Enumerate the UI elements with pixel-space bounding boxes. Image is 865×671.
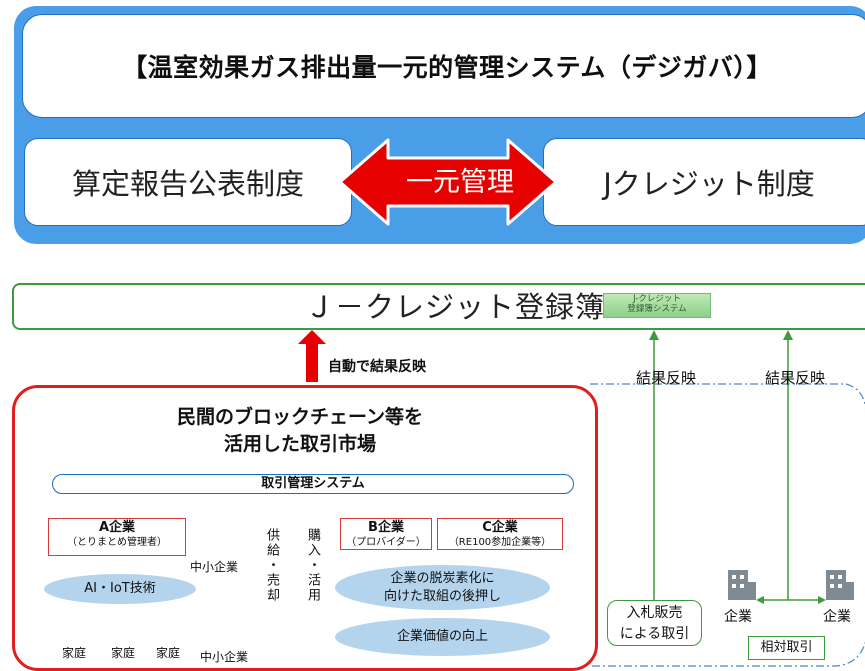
registry-system-line1: J-クレジット: [633, 294, 681, 304]
market-title-line1: 民間のブロックチェーン等を: [176, 406, 424, 428]
system-title: 【温室効果ガス排出量一元的管理システム（デジガバ）】: [122, 53, 772, 82]
home-label-1: 家庭: [62, 646, 87, 660]
decarbonization-goal-ellipse: 企業の脱炭素化に 向けた取組の後押し: [335, 565, 550, 610]
bid-line1: 入札販売: [626, 605, 683, 621]
relative-trade-box: 相対取引: [748, 636, 825, 660]
goal-1-line1: 企業の脱炭素化に: [390, 570, 495, 586]
auto-reflect-label: 自動で結果反映: [328, 359, 426, 375]
company-label-1: 企業: [724, 609, 752, 625]
calc-report-label: 算定報告公表制度: [71, 167, 304, 201]
corp-c-box: C企業 （RE100参加企業等）: [437, 518, 563, 550]
purchase-use-label: 購入・活用: [305, 528, 320, 603]
registry-system-badge: J-クレジット 登録簿システム: [603, 293, 711, 318]
ai-iot-label: AI・IoT技術: [84, 581, 156, 596]
sme-label-1: 中小企業: [190, 560, 239, 574]
double-arrow-icon: [338, 138, 558, 226]
calc-report-box: 算定報告公表制度: [24, 138, 352, 226]
j-credit-label: Jクレジット制度: [603, 167, 815, 201]
market-title-line2: 活用した取引市場: [223, 433, 376, 455]
corp-a-box: A企業 （とりまとめ管理者）: [48, 518, 186, 556]
market-title: 民間のブロックチェーン等を 活用した取引市場: [150, 404, 450, 458]
corp-c-name: C企業: [482, 520, 518, 535]
corp-a-name: A企業: [98, 520, 136, 535]
corp-b-name: B企業: [368, 520, 404, 535]
corp-c-sub: （RE100参加企業等）: [448, 537, 552, 548]
goal-2-label: 企業価値の向上: [396, 629, 488, 644]
home-label-3: 家庭: [156, 646, 181, 660]
result-reflect-label-1: 結果反映: [636, 369, 697, 387]
system-title-box: 【温室効果ガス排出量一元的管理システム（デジガバ）】: [22, 14, 865, 118]
registry-system-line2: 登録簿システム: [627, 304, 687, 314]
bid-sale-box: 入札販売 による取引: [607, 600, 702, 646]
corp-b-sub: （プロバイダー）: [346, 537, 426, 548]
supply-sell-label: 供給・売却: [264, 528, 279, 603]
ai-iot-ellipse: AI・IoT技術: [44, 574, 196, 604]
registry-title: Ｊ－クレジット登録簿: [305, 290, 606, 324]
result-reflect-label-2: 結果反映: [765, 369, 826, 387]
unified-management-label: 一元管理: [406, 167, 514, 198]
sme-label-2: 中小企業: [200, 650, 249, 664]
auto-reflect-arrow: [298, 330, 326, 382]
goal-1-line2: 向けた取組の後押し: [383, 588, 501, 604]
trade-mgmt-system-bar: 取引管理システム: [52, 474, 574, 494]
corp-b-box: B企業 （プロバイダー）: [340, 518, 432, 550]
bid-line2: による取引: [619, 626, 690, 642]
home-label-2: 家庭: [111, 646, 136, 660]
corp-a-sub: （とりまとめ管理者）: [67, 537, 167, 548]
company-label-2: 企業: [823, 609, 851, 625]
office-building-icon: [826, 570, 854, 600]
j-credit-box: Jクレジット制度: [543, 138, 865, 226]
corporate-value-ellipse: 企業価値の向上: [335, 618, 550, 656]
registry-bar: [12, 283, 865, 330]
office-building-icon: [728, 570, 756, 600]
